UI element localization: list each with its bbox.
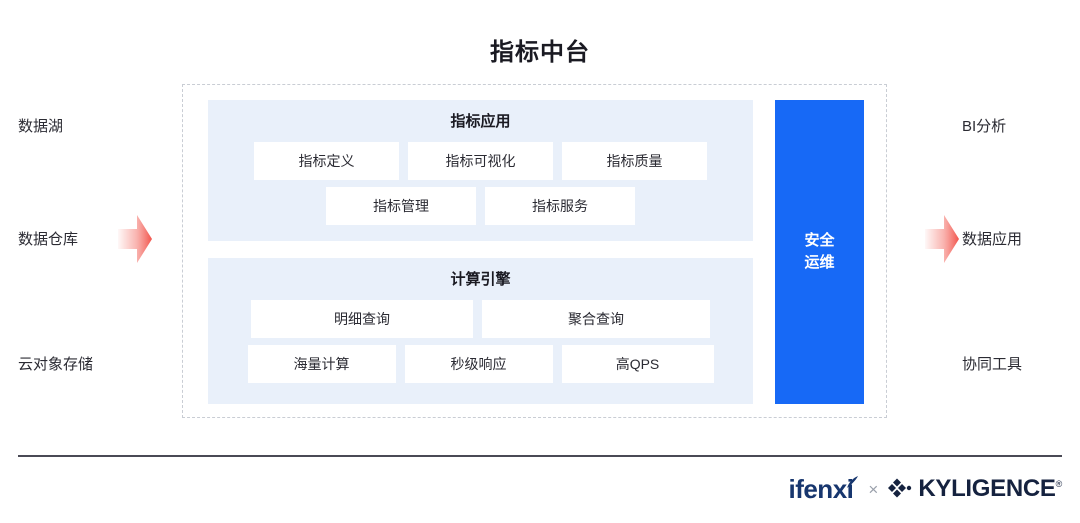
chip-metric-management[interactable]: 指标管理 [326, 187, 476, 225]
chip-massive-compute[interactable]: 海量计算 [247, 345, 396, 383]
chip-metric-service[interactable]: 指标服务 [485, 187, 635, 225]
security-operations-bar: 安全 运维 [775, 100, 864, 404]
right-flow-arrow-icon [925, 215, 959, 263]
chip-metric-visualization[interactable]: 指标可视化 [408, 142, 553, 180]
logo-separator: × [868, 479, 879, 499]
chip-aggregate-query[interactable]: 聚合查询 [482, 300, 710, 338]
kyligence-logo: KYLIGENCE® [888, 477, 1062, 501]
chip-metric-definition[interactable]: 指标定义 [254, 142, 399, 180]
security-label-line-1: 安全 [804, 232, 835, 250]
registered-mark: ® [1055, 479, 1063, 489]
right-consumer-labels: BI分析 数据应用 协同工具 [962, 95, 1080, 415]
panel-compute-engine: 计算引擎 明细查询 聚合查询 海量计算 秒级响应 高QPS [208, 258, 753, 404]
kyligence-wordmark: KYLIGENCE® [918, 477, 1062, 501]
kyligence-wordmark-text: KYLIGENCE [918, 475, 1056, 502]
right-label-data-application: 数据应用 [962, 231, 1023, 248]
chip-high-qps[interactable]: 高QPS [561, 345, 714, 383]
compute-engine-row-1: 明细查询 聚合查询 [208, 300, 753, 338]
kyligence-diamond-icon [888, 477, 912, 501]
left-source-labels: 数据湖 数据仓库 云对象存储 [18, 95, 198, 415]
security-operations-label: 安全 运维 [804, 230, 834, 274]
metric-applications-row-2: 指标管理 指标服务 [208, 187, 753, 225]
footer-divider [18, 455, 1062, 457]
metric-applications-row-1: 指标定义 指标可视化 指标质量 [208, 142, 753, 180]
panel-title-compute-engine: 计算引擎 [450, 271, 511, 288]
security-label-line-2: 运维 [804, 254, 835, 271]
chip-second-level-response[interactable]: 秒级响应 [404, 345, 553, 383]
platform-boundary [182, 84, 887, 418]
compute-engine-row-2: 海量计算 秒级响应 高QPS [208, 345, 753, 383]
left-label-data-lake: 数据湖 [18, 118, 64, 135]
page-title: 指标中台 [490, 39, 590, 66]
right-label-bi-analysis: BI分析 [962, 118, 1007, 135]
left-flow-arrow-icon [118, 215, 152, 263]
ifenxi-swoosh-icon [846, 467, 859, 488]
footer-logos: ifenxi × KYLIGENCE® [788, 473, 1062, 505]
ifenxi-wordmark: ifenxi [788, 474, 854, 504]
chip-metric-quality[interactable]: 指标质量 [562, 142, 707, 180]
ifenxi-logo: ifenxi [788, 474, 859, 504]
left-label-data-warehouse: 数据仓库 [18, 231, 79, 248]
right-label-collab-tools: 协同工具 [962, 356, 1023, 373]
panel-metric-applications: 指标应用 指标定义 指标可视化 指标质量 指标管理 指标服务 [208, 100, 753, 241]
chip-detail-query[interactable]: 明细查询 [251, 300, 473, 338]
left-label-cloud-storage: 云对象存储 [18, 356, 94, 373]
panel-title-metric-applications: 指标应用 [450, 113, 511, 130]
